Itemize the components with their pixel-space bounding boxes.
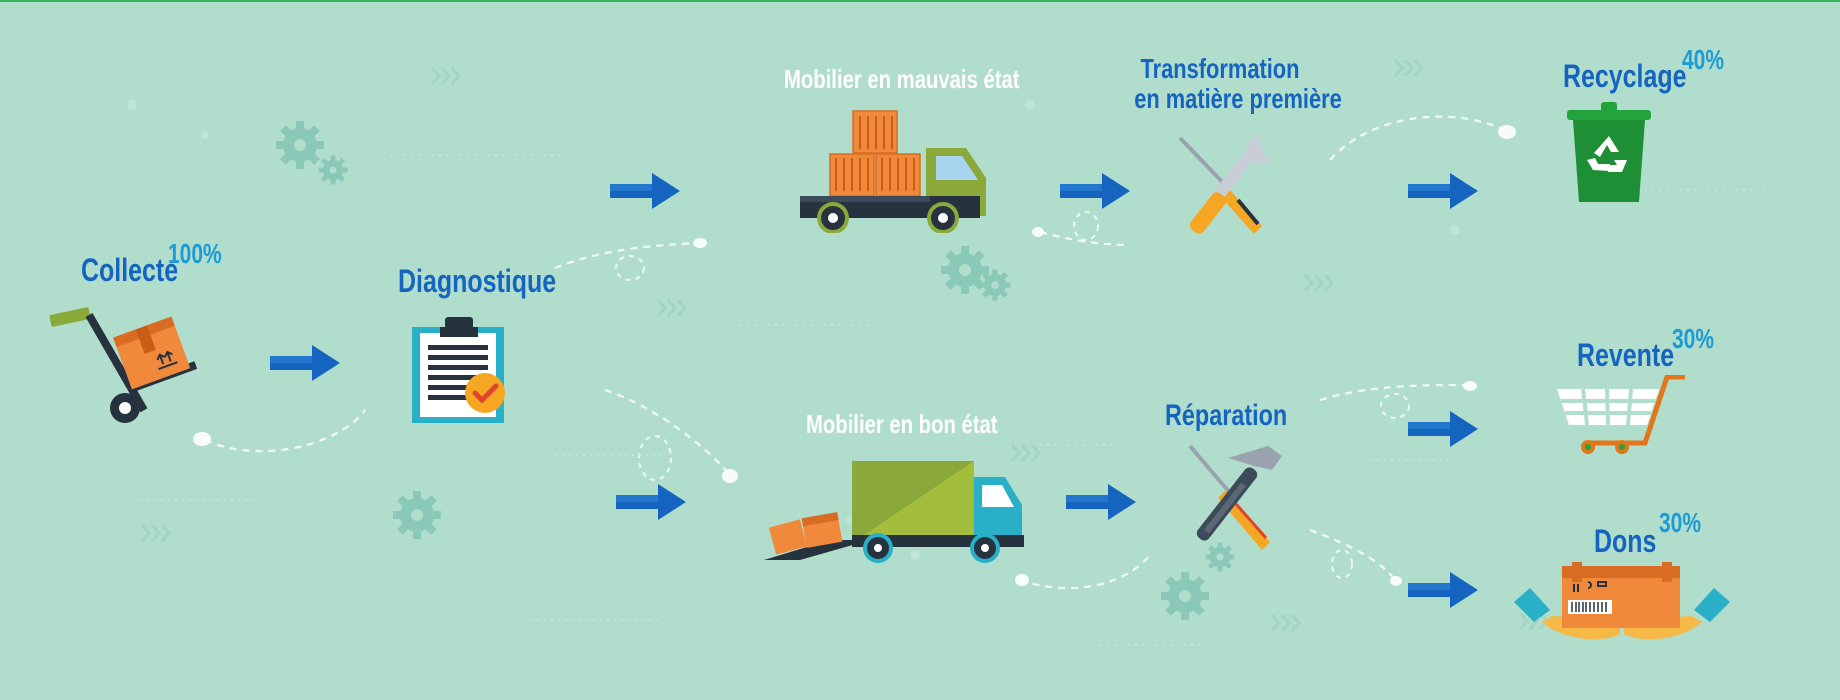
shopping-cart-icon — [1557, 375, 1685, 454]
gift-box-hands-icon — [1514, 562, 1730, 640]
step-label: Diagnostique — [398, 263, 557, 299]
arrow-icon — [1408, 173, 1478, 209]
wrench-screwdriver-icon — [1178, 135, 1272, 234]
percent-badge: 40% — [1682, 44, 1725, 75]
hammer-screwdriver-icon — [1188, 444, 1282, 550]
step-label: Dons — [1594, 523, 1657, 559]
percent-badge: 30% — [1672, 323, 1715, 354]
arrow-icon — [1408, 411, 1478, 447]
step-label: Réparation — [1165, 399, 1288, 432]
arrow-icon — [1066, 484, 1136, 520]
hand-truck-icon — [49, 307, 198, 423]
step-label: Collecte — [81, 252, 179, 288]
top-border — [0, 0, 1840, 2]
arrow-icon — [270, 345, 340, 381]
step-label: Transformation en matière première — [1134, 53, 1342, 114]
delivery-truck-icon — [764, 461, 1024, 563]
arrow-icon — [1060, 173, 1130, 209]
arrow-icon — [610, 173, 680, 209]
truck-crates-icon — [800, 110, 986, 233]
step-label-line2: en matière première — [1134, 83, 1342, 114]
arrow-icon — [616, 484, 686, 520]
arrow-icon — [1408, 572, 1478, 608]
step-label: Mobilier en mauvais état — [784, 64, 1020, 94]
step-label: Recyclage — [1563, 58, 1687, 94]
step-label: Revente — [1577, 337, 1675, 373]
recycle-bin-icon — [1567, 102, 1651, 202]
clipboard-check-icon — [412, 317, 505, 423]
percent-badge: 100% — [168, 238, 222, 269]
percent-badge: 30% — [1659, 507, 1702, 538]
step-label: Mobilier en bon état — [806, 409, 998, 439]
step-label-line1: Transformation — [1140, 53, 1300, 84]
